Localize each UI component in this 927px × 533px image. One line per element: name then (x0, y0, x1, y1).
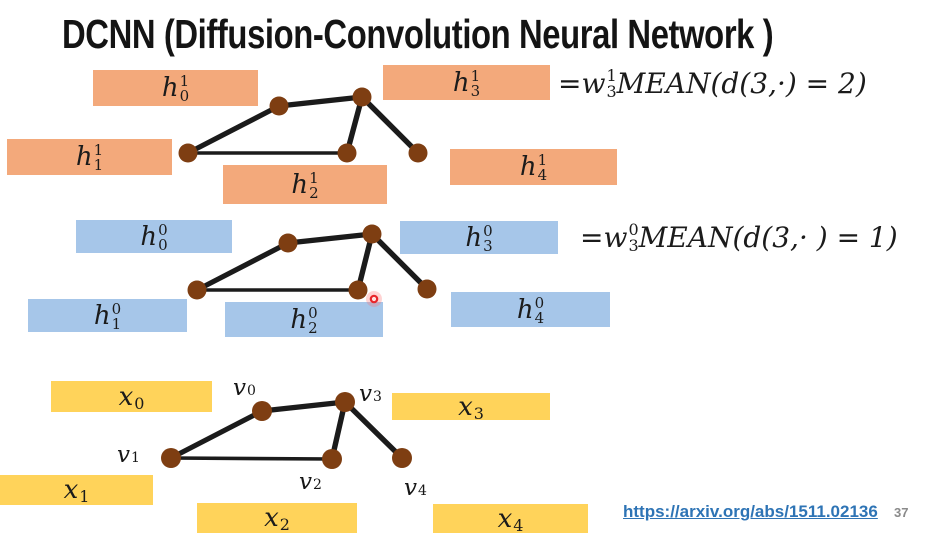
graph-node-v3 (352, 87, 372, 107)
graph-node-v0 (252, 401, 272, 421)
graph-edge-v2-v3 (329, 399, 348, 462)
graph-edge-v1-v0 (168, 408, 265, 461)
vertex-label-v2: v2 (299, 469, 322, 495)
graph-node-v3 (335, 392, 355, 412)
graph-node-v3 (362, 224, 382, 244)
graph-edge-v0-v3 (285, 231, 375, 246)
graph-node-v2 (348, 280, 368, 300)
graph-node-v1 (161, 448, 181, 468)
graph-node-v4 (408, 143, 428, 163)
vertex-label-v1: v1 (117, 442, 140, 468)
graph-edge-v2-v3 (355, 231, 375, 293)
graph-edge-v0-v3 (276, 94, 365, 109)
graph-node-v0 (269, 96, 289, 116)
slide-title: DCNN (Diffusion-Convolution Neural Netwo… (62, 11, 774, 57)
graph-node-v4 (417, 279, 437, 299)
vertex-label-v0: v0 (233, 375, 256, 401)
equals-sign: = (558, 67, 582, 100)
vertex-label-v3: v3 (359, 381, 382, 407)
graph-node-v2 (337, 143, 357, 163)
graph-node-v1 (187, 280, 207, 300)
graph-node-v4 (392, 448, 412, 468)
graph-edge-v3-v4 (359, 94, 421, 156)
vertex-label-v4: v4 (404, 475, 427, 501)
graph-edge-v2-v3 (344, 94, 365, 156)
equals-sign: = (580, 221, 604, 254)
page-number: 37 (894, 505, 909, 520)
arxiv-link[interactable]: https://arxiv.org/abs/1511.02136 (623, 502, 878, 521)
graph-edge-v1-v0 (185, 103, 282, 156)
graph-edge-v0-v3 (259, 399, 348, 414)
graph-edge-v1-v2 (169, 456, 334, 461)
graph-node-v0 (278, 233, 298, 253)
graph-node-v2 (322, 449, 342, 469)
graph-node-v1 (178, 143, 198, 163)
